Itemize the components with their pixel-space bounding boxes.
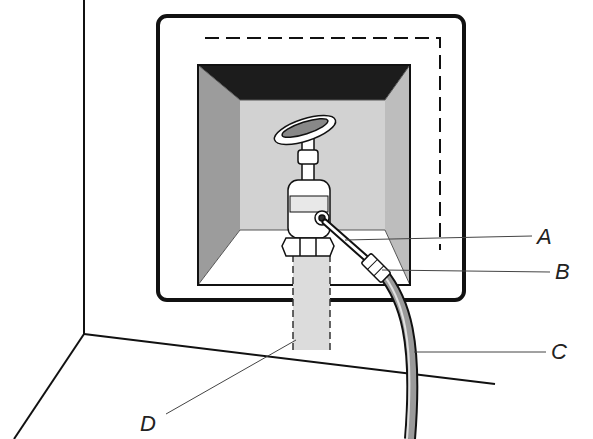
supply-tube <box>325 222 368 260</box>
wall-corner-line <box>83 0 85 334</box>
recess-back <box>240 100 385 230</box>
supply-pipe <box>293 255 330 350</box>
callout-letter: A <box>537 226 552 248</box>
hose-coupling <box>361 253 391 283</box>
shutoff-valve <box>271 110 339 256</box>
callout-letter: B <box>555 261 570 283</box>
callout-letter: C <box>551 341 567 363</box>
callout-letter: D <box>140 413 156 435</box>
floor-corner-line <box>14 334 84 439</box>
leader-lines <box>166 236 550 414</box>
baseboard-line <box>84 334 495 384</box>
